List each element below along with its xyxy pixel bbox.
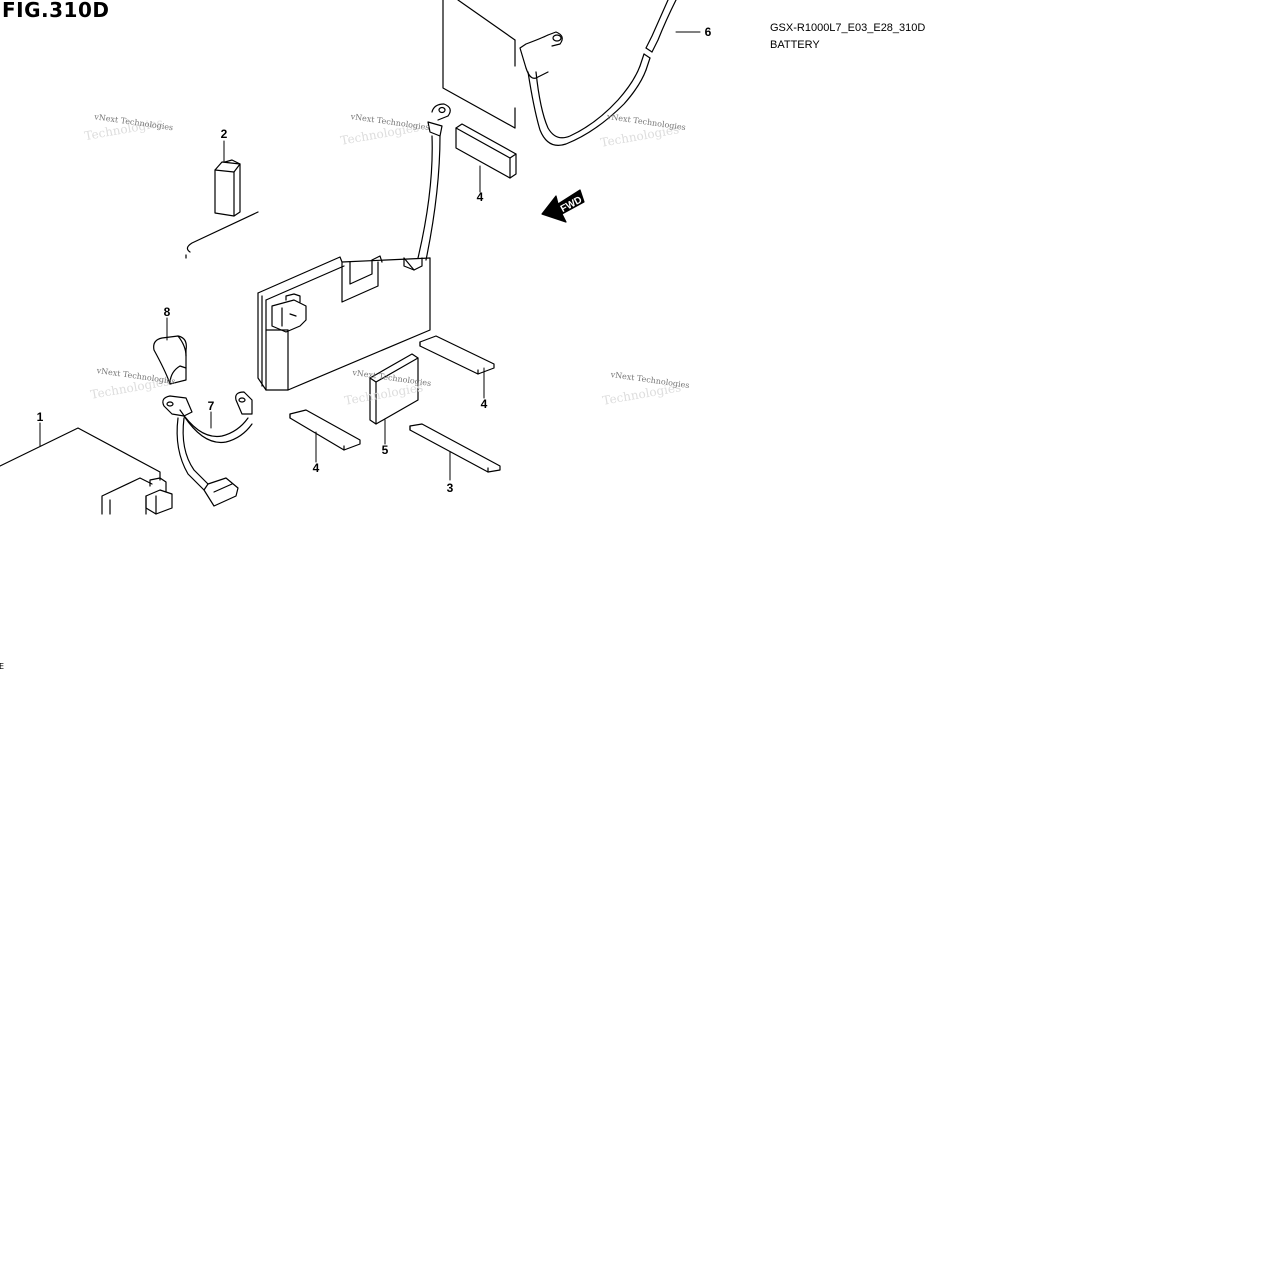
watermark-6: Technologies vNext Technologies: [601, 370, 690, 408]
watermark-3: Technologies vNext Technologies: [599, 112, 686, 150]
callout-7: 7: [208, 399, 215, 413]
callout-8: 8: [164, 305, 171, 319]
callout-4-lower: 4: [313, 461, 320, 475]
watermark-2: Technologies vNext Technologies: [339, 112, 430, 148]
callout-4-upper: 4: [477, 190, 484, 204]
battery-main: [257, 255, 431, 391]
figure-title: FIG.310D: [2, 0, 110, 22]
part-5-spacer: [369, 353, 419, 425]
section-name: BATTERY: [770, 39, 820, 51]
part-1-battery: [0, 427, 173, 515]
callout-6: 6: [705, 25, 712, 39]
callout-5: 5: [382, 443, 389, 457]
part-2-block: [214, 159, 241, 217]
part-6-cable: [519, 0, 677, 146]
part-8-terminal-cover: [153, 335, 187, 385]
watermark-4: Technologies vNext Technologies: [89, 366, 176, 402]
direction-label: FWD: [559, 195, 584, 215]
callouts: 1 2 3 4 4 4 5 6 7 8: [37, 25, 712, 495]
tray-panel-left: [185, 211, 259, 259]
model-code: GSX-R1000L7_E03_E28_310D: [770, 22, 926, 34]
part-4-pad-lower: [289, 409, 361, 451]
edge-mark: E: [0, 662, 5, 671]
negative-cable: [403, 103, 451, 271]
part-7-harness: [162, 391, 253, 507]
fwd-arrow-icon: FWD: [541, 189, 585, 223]
callout-4-right: 4: [481, 397, 488, 411]
callout-1: 1: [37, 410, 44, 424]
leader-lines: [39, 31, 701, 481]
callout-2: 2: [221, 127, 228, 141]
part-4-pad-upper: [455, 123, 517, 179]
watermark-1: Technologies vNext Technologies: [83, 112, 173, 143]
callout-3: 3: [447, 481, 454, 495]
part-4-pad-right: [419, 335, 495, 375]
part-3-pad: [409, 423, 501, 473]
battery-tray: [442, 0, 516, 129]
